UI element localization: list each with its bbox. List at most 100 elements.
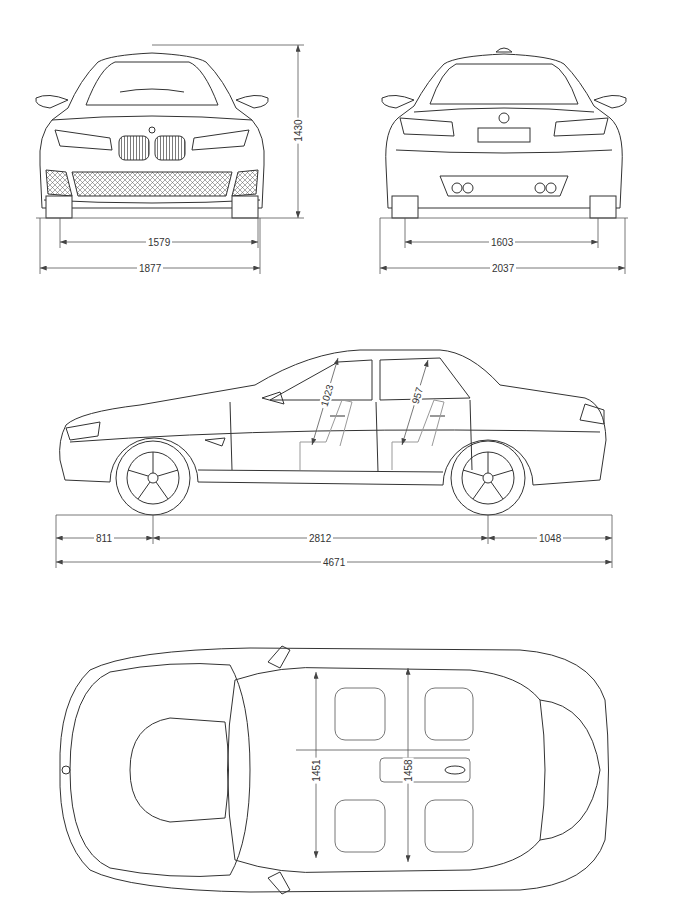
- side-dimension-lines-stroke: [56, 515, 612, 516]
- top-view-stroke: [425, 688, 473, 740]
- front-view-stroke: [232, 170, 258, 196]
- rear-view-stroke: [590, 196, 616, 218]
- top-view-stroke: [268, 646, 290, 668]
- dimension-value: 2812: [307, 533, 333, 544]
- front-view-stroke: [44, 200, 260, 203]
- side-view-stroke: [127, 452, 179, 504]
- top-view-stroke: [296, 750, 470, 751]
- side-view-stroke: [462, 452, 514, 504]
- top-dimension-lines: [316, 668, 408, 862]
- rear-view-stroke: [499, 113, 509, 123]
- front-view-stroke: [46, 196, 72, 218]
- side-view: [60, 350, 606, 515]
- front-dimension-lines-stroke: [36, 218, 304, 219]
- front-view-stroke: [52, 116, 252, 120]
- side-dimension-lines-stroke: [56, 515, 612, 568]
- front-view-stroke: [149, 127, 155, 133]
- top-view-stroke: [335, 800, 385, 852]
- rear-view-stroke: [382, 95, 414, 108]
- side-view-stroke: [262, 392, 284, 404]
- side-view-stroke: [148, 473, 158, 483]
- rear-view-stroke: [400, 118, 454, 136]
- dimension-value: 1877: [137, 263, 163, 274]
- front-view-stroke: [36, 95, 68, 108]
- rear-view-stroke: [554, 118, 608, 136]
- rear-view-stroke: [392, 196, 418, 218]
- front-view: [36, 53, 268, 218]
- front-view-stroke: [46, 170, 72, 196]
- front-view-stroke: [55, 130, 112, 150]
- side-view-stroke: [60, 350, 606, 485]
- side-view-stroke: [205, 438, 225, 446]
- top-view-stroke: [445, 766, 465, 774]
- dimension-value: 1451: [311, 757, 322, 783]
- rear-view-stroke: [546, 183, 556, 193]
- rear-view-stroke: [440, 176, 568, 196]
- rear-view-stroke: [496, 48, 512, 52]
- rear-view: [382, 48, 626, 218]
- top-view-stroke: [540, 700, 600, 840]
- dimension-value: 2037: [490, 263, 516, 274]
- side-view-stroke: [483, 473, 493, 483]
- rear-view-stroke: [396, 150, 612, 153]
- dimension-value: 1430: [293, 117, 304, 143]
- side-view-stroke: [300, 400, 352, 470]
- rear-view-stroke: [452, 183, 462, 193]
- side-dimension-lines-stroke: [402, 360, 428, 445]
- dimension-value: 1603: [489, 237, 515, 248]
- side-view-stroke: [128, 452, 178, 499]
- side-view-stroke: [116, 441, 190, 515]
- rear-view-stroke: [386, 54, 623, 208]
- top-view-stroke: [70, 664, 250, 877]
- top-view-stroke: [228, 668, 546, 873]
- side-view-stroke: [70, 430, 600, 442]
- side-view-stroke: [380, 358, 470, 400]
- front-view-stroke: [192, 130, 249, 150]
- dimension-value: 957: [409, 384, 426, 407]
- front-dimension-lines: [36, 45, 304, 274]
- side-dimension-lines: [56, 358, 612, 568]
- side-dimension-lines-stroke: [312, 358, 338, 445]
- dimension-value: 811: [94, 533, 114, 544]
- side-view-stroke: [198, 470, 443, 472]
- top-view: [60, 646, 609, 894]
- rear-view-stroke: [478, 128, 530, 142]
- front-view-stroke: [155, 136, 185, 160]
- rear-view-stroke: [594, 95, 626, 108]
- rear-dimension-lines-stroke: [380, 218, 625, 274]
- front-view-stroke: [120, 89, 184, 92]
- side-view-stroke: [392, 400, 444, 470]
- side-view-stroke: [463, 452, 513, 499]
- top-view-stroke: [335, 688, 385, 740]
- side-view-stroke: [451, 441, 525, 515]
- rear-dimension-lines-stroke: [380, 218, 628, 219]
- side-view-stroke: [66, 422, 100, 440]
- rear-view-stroke: [414, 108, 594, 112]
- front-view-stroke: [236, 95, 268, 108]
- top-view-stroke: [268, 872, 290, 894]
- rear-view-stroke: [430, 64, 578, 104]
- top-view-stroke: [62, 766, 70, 774]
- front-view-stroke: [232, 196, 258, 218]
- dimension-value: 1048: [537, 533, 563, 544]
- rear-view-stroke: [535, 183, 545, 193]
- top-view-stroke: [130, 718, 229, 822]
- dimension-value: 4671: [321, 557, 347, 568]
- front-view-stroke: [119, 136, 149, 160]
- dimension-value: 1458: [403, 757, 414, 783]
- rear-dimension-lines: [380, 218, 628, 274]
- side-view-stroke: [580, 404, 604, 424]
- top-view-stroke: [60, 648, 609, 892]
- front-view-stroke: [86, 62, 218, 105]
- front-dimension-lines-stroke: [40, 218, 260, 274]
- front-dimension-lines-stroke: [152, 45, 304, 46]
- front-view-stroke: [40, 53, 265, 208]
- front-view-stroke: [72, 172, 232, 196]
- dimension-value: 1023: [318, 381, 336, 409]
- top-view-stroke: [380, 758, 470, 782]
- top-view-stroke: [425, 800, 473, 852]
- side-view-stroke: [230, 400, 472, 472]
- dimension-value: 1579: [146, 237, 172, 248]
